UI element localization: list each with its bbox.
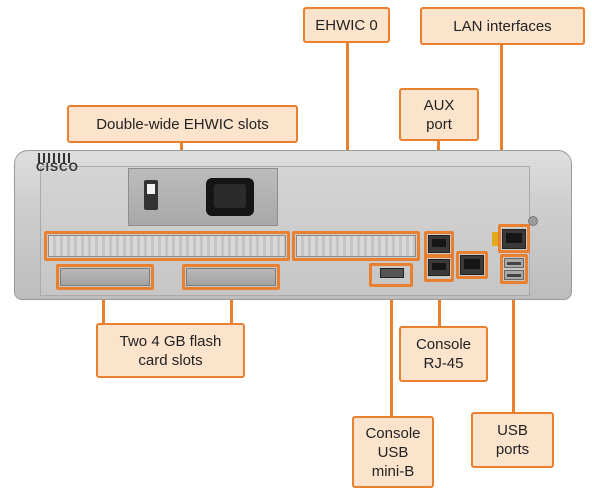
power-switch [144, 180, 158, 210]
highlight-console-usb [369, 263, 413, 287]
highlight-lan-ge0-1 [456, 251, 488, 279]
lan-port-ge0-0 [502, 229, 526, 249]
cisco-logo-bars [38, 153, 70, 163]
ehwic0-connector [346, 41, 349, 235]
highlight-flash-left [56, 264, 154, 290]
console-rj45-port [428, 259, 450, 276]
ehwic-slot-0 [296, 235, 416, 257]
lan-port-ge0-1 [460, 255, 484, 275]
usb-ports-connector [512, 282, 515, 414]
status-led [492, 232, 498, 246]
highlight-lan-ge0-0 [498, 224, 530, 253]
screw [528, 216, 538, 226]
console-usb-connector [390, 290, 393, 418]
lan-connector [500, 43, 503, 213]
flash-connector-right [230, 286, 233, 324]
highlight-flash-right [182, 264, 280, 290]
callout-console-rj45: Console RJ-45 [399, 326, 488, 382]
callout-aux-port: AUX port [399, 88, 479, 141]
highlight-aux [424, 231, 454, 257]
callout-flash-slots: Two 4 GB flash card slots [96, 323, 245, 378]
aux-port [428, 235, 450, 253]
highlight-ehwic0 [292, 231, 420, 261]
cisco-logo: CISCO [36, 160, 80, 174]
highlight-ehwic-double [44, 231, 290, 261]
highlight-usb [500, 254, 528, 284]
highlight-console-rj45 [424, 255, 454, 282]
callout-ehwic0: EHWIC 0 [303, 7, 390, 43]
console-mini-usb-port [380, 268, 404, 278]
flash-slot-left [60, 268, 150, 286]
ehwic-slot-1 [48, 235, 286, 257]
usb-port-top [504, 258, 524, 268]
flash-connector-left [102, 284, 105, 326]
callout-lan-interfaces: LAN interfaces [420, 7, 585, 45]
usb-port-bottom [504, 270, 524, 280]
callout-usb-ports: USB ports [471, 412, 554, 468]
callout-console-usb: Console USB mini-B [352, 416, 434, 488]
flash-slot-right [186, 268, 276, 286]
power-inlet [206, 178, 254, 216]
callout-double-wide-ehwic: Double-wide EHWIC slots [67, 105, 298, 143]
console-rj45-connector [438, 282, 441, 328]
